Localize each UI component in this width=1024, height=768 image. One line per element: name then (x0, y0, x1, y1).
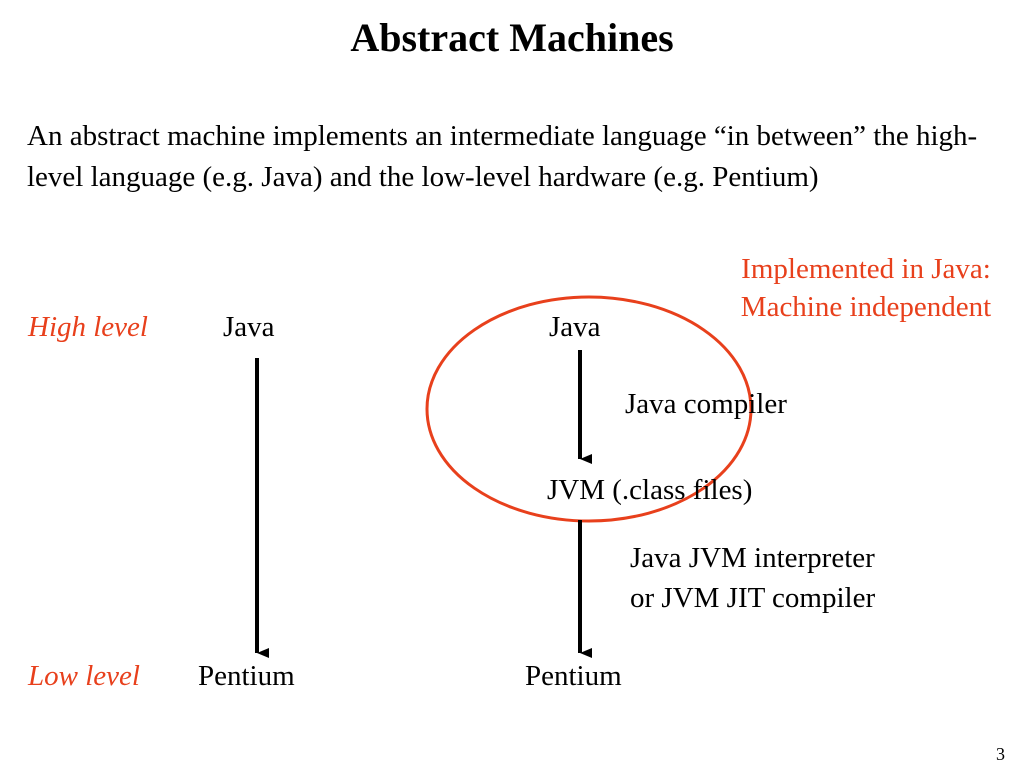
low-level-label: Low level (28, 660, 140, 692)
jvm-interpreter-label-2: or JVM JIT compiler (630, 582, 876, 614)
left-pentium-label: Pentium (198, 660, 295, 692)
high-level-label: High level (28, 311, 148, 343)
right-java-label: Java (549, 311, 601, 343)
right-pentium-label: Pentium (525, 660, 622, 692)
slide-title: Abstract Machines (350, 15, 674, 60)
body-paragraph: An abstract machine implements an interm… (27, 120, 978, 193)
note-line-1: Implemented in Java: (741, 253, 991, 285)
java-compiler-label: Java compiler (625, 388, 787, 420)
jvm-class-files-label: JVM (.class files) (547, 474, 753, 506)
left-java-label: Java (223, 311, 275, 343)
slide-number: 3 (996, 744, 1005, 764)
jvm-highlight-ellipse (425, 295, 753, 523)
jvm-interpreter-label-1: Java JVM interpreter (630, 542, 875, 574)
implementation-note: Implemented in Java: Machine independent (712, 250, 1020, 326)
note-line-2: Machine independent (740, 291, 992, 323)
